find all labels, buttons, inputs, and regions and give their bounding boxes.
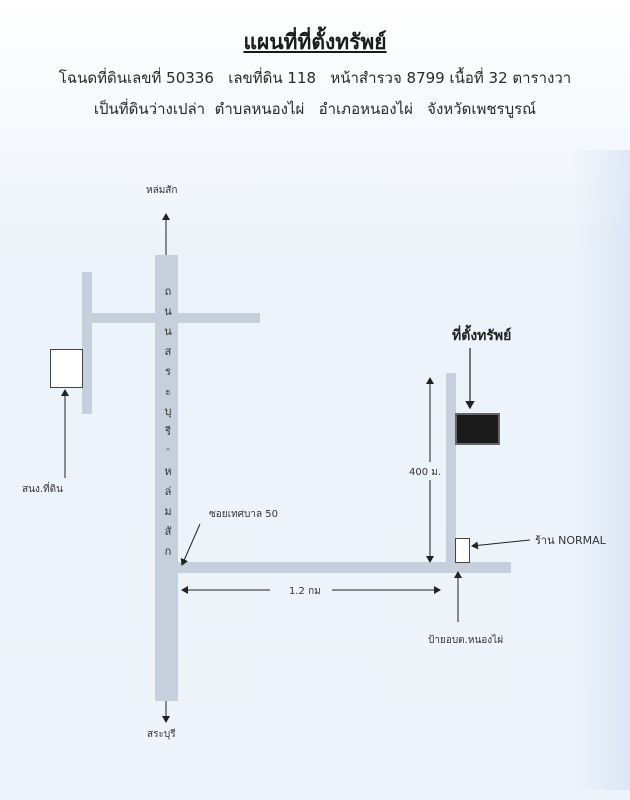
property-access-road xyxy=(446,373,456,562)
location-info-line: เป็นที่ดินว่างเปล่า ตำบลหนองไผ่ อำเภอหนอ… xyxy=(93,100,537,118)
main-road-name-char: ห xyxy=(164,465,172,478)
soi-label: ซอยเทศบาล 50 xyxy=(209,509,279,520)
sign-label: ป้ายอบต.หนองไผ่ xyxy=(428,635,504,646)
main-road-name-char: บุ xyxy=(164,405,172,418)
main-road-name-char: ะ xyxy=(165,385,171,398)
main-road-name-char: ร xyxy=(165,365,171,378)
property-marker xyxy=(455,413,500,445)
main-road-name-char: ล่ xyxy=(164,485,172,498)
shop-label: ร้าน NORMAL xyxy=(535,534,606,547)
map-title: แผนที่ที่ตั้งทรัพย์ xyxy=(243,30,387,54)
deed-info-line: โฉนดที่ดินเลขที่ 50336 เลขที่ดิน 118 หน้… xyxy=(58,69,572,87)
left-branch-road xyxy=(82,272,92,414)
main-road-name-char: ก xyxy=(164,545,172,558)
soi-pointer xyxy=(180,523,201,566)
shop-pointer xyxy=(471,539,531,550)
main-road-name-char: - xyxy=(166,442,170,455)
shop-marker xyxy=(455,538,470,563)
main-road-name-char: น xyxy=(164,305,172,318)
main-road-name-char: ส xyxy=(164,345,172,358)
main-road-name-char: สั xyxy=(164,525,172,538)
main-road-name-char: ถ xyxy=(164,285,172,298)
property-label: ที่ตั้งทรัพย์ xyxy=(452,328,512,344)
upper-connector-road xyxy=(92,313,260,323)
main-road xyxy=(155,255,178,701)
main-road-name-char: ม xyxy=(164,505,172,518)
land-office-label: สนง.ที่ดิน xyxy=(22,484,63,495)
main-road-name-char: น xyxy=(164,325,172,338)
distance-vertical-label: 400 ม. xyxy=(409,467,442,478)
land-office-marker xyxy=(50,349,83,388)
south-label: สระบุรี xyxy=(147,729,176,740)
distance-horizontal-label: 1.2 กม xyxy=(289,586,321,597)
main-road-name-char: รี xyxy=(165,425,171,438)
north-label: หล่มสัก xyxy=(146,185,178,196)
soi-road xyxy=(178,562,511,573)
